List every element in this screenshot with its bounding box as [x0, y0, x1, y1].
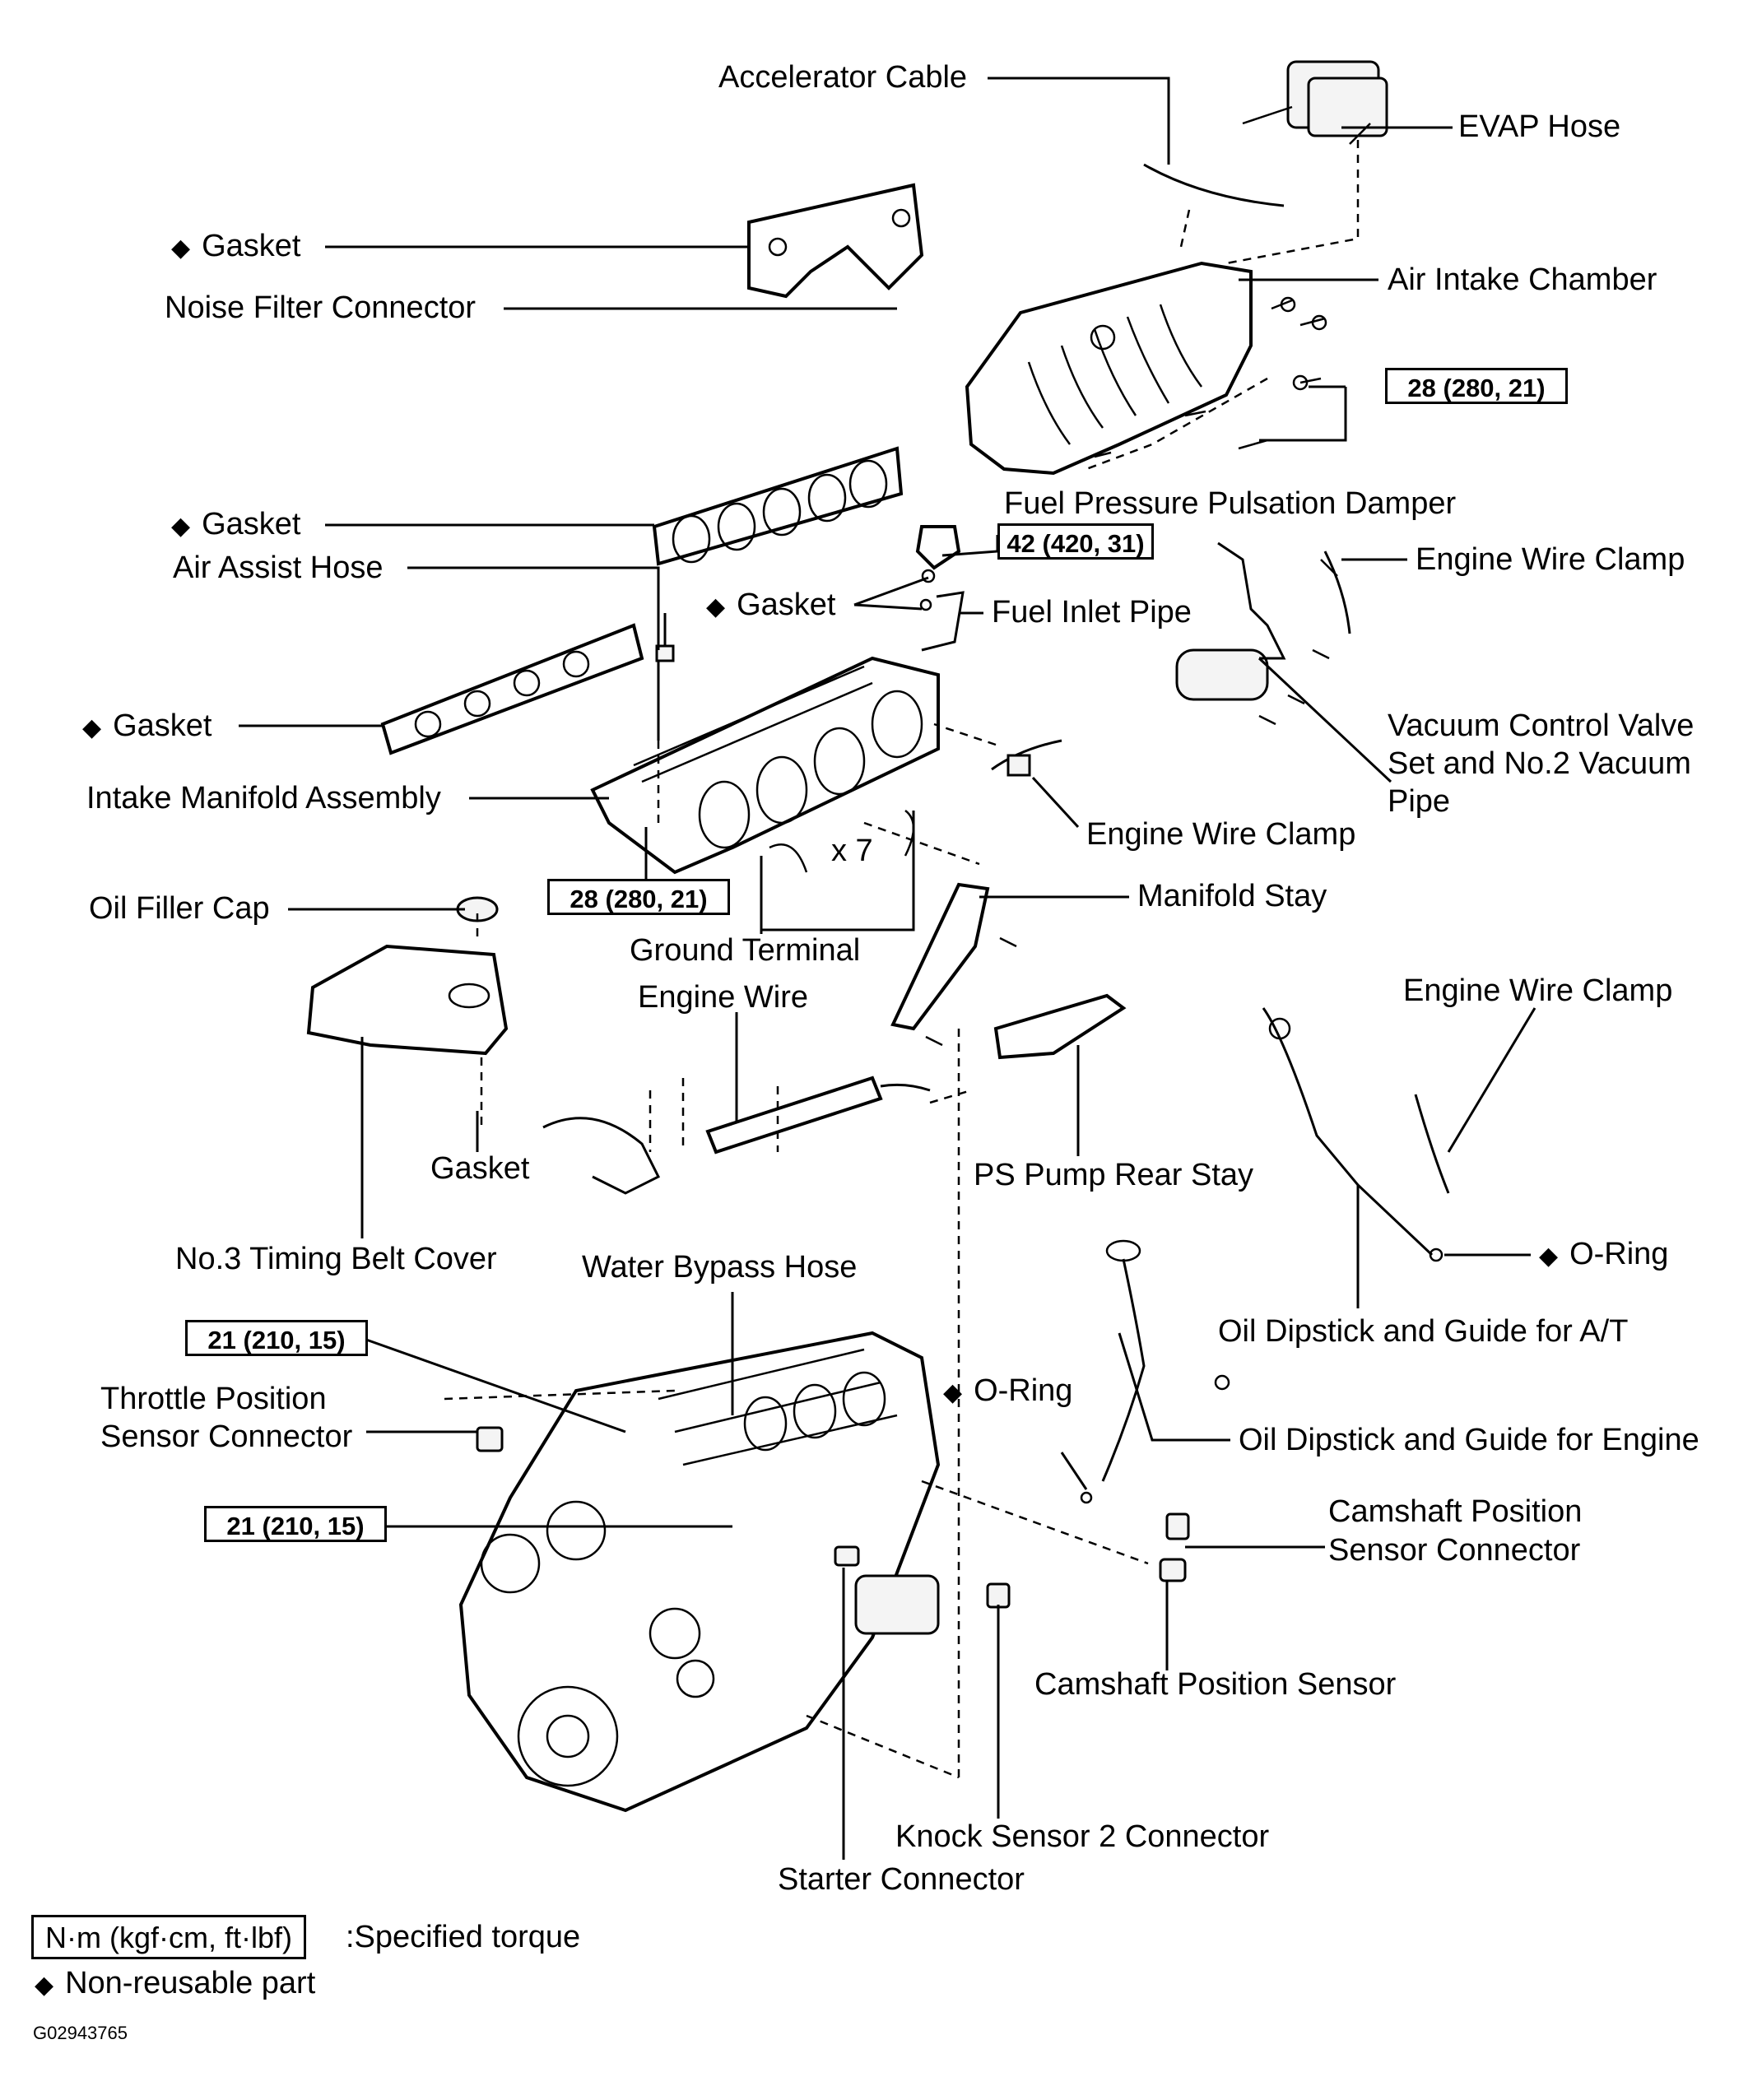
label-ps-pump-rear-stay: PS Pump Rear Stay [974, 1158, 1254, 1192]
torque-21-lower: 21 (210, 15) [204, 1506, 387, 1542]
evap-valve-drawing [1242, 60, 1388, 145]
torque-28-upper: 28 (280, 21) [1385, 368, 1568, 404]
at-dipstick-drawing [1262, 1007, 1450, 1262]
cam-sensor-drawing [1159, 1558, 1187, 1582]
non-reusable-diamond-icon: ◆ [82, 714, 102, 741]
label-ground-terminal: Ground Terminal [630, 933, 861, 968]
vacuum-control-valve-drawing [1175, 541, 1338, 726]
air-intake-chamber-drawing [965, 261, 1253, 476]
engine-block-drawing [458, 1331, 941, 1813]
engine-wire-drawing [542, 1076, 931, 1195]
label-engine-wire-clamp-right: Engine Wire Clamp [1403, 973, 1673, 1008]
legend-torque-unit-box: N·m (kgf·cm, ft·lbf) [31, 1915, 306, 1959]
label-no3-timing-belt-cover: No.3 Timing Belt Cover [175, 1242, 497, 1276]
label-gasket-middle: ◆Gasket [171, 507, 301, 541]
chamber-bolts-drawing [1094, 296, 1327, 458]
label-camshaft-sensor-connector-1: Camshaft Position [1328, 1494, 1583, 1529]
intake-manifold-drawing [590, 656, 940, 875]
non-reusable-diamond-icon: ◆ [943, 1379, 963, 1406]
label-throttle-position-2: Sensor Connector [100, 1419, 353, 1454]
non-reusable-diamond-icon: ◆ [706, 593, 726, 620]
label-gasket-upper: ◆Gasket [171, 229, 301, 263]
figure-id: G02943765 [33, 2023, 128, 2043]
torque-28-lower: 28 (280, 21) [547, 879, 730, 915]
label-accelerator-cable: Accelerator Cable [718, 60, 968, 95]
label-oil-dipstick-at: Oil Dipstick and Guide for A/T [1218, 1314, 1629, 1349]
label-camshaft-sensor-connector-2: Sensor Connector [1328, 1533, 1581, 1568]
timing-belt-cover-drawing [306, 944, 509, 1056]
non-reusable-diamond-icon: ◆ [35, 1972, 54, 1999]
label-manifold-stay: Manifold Stay [1137, 879, 1327, 913]
label-water-bypass-hose: Water Bypass Hose [582, 1250, 858, 1285]
engine-dipstick-drawing [1080, 1239, 1230, 1504]
label-camshaft-position-sensor: Camshaft Position Sensor [1034, 1667, 1397, 1702]
upper-gasket-drawing [747, 183, 924, 299]
label-gasket-lower: ◆Gasket [82, 709, 212, 743]
manifold-stay-drawing [890, 882, 1017, 1047]
label-fuel-inlet-pipe: Fuel Inlet Pipe [992, 595, 1192, 630]
label-oil-filler-cap: Oil Filler Cap [89, 891, 270, 926]
label-fuel-pressure-pulsation-damper: Fuel Pressure Pulsation Damper [1004, 486, 1457, 521]
label-vacuum-control-valve-1: Vacuum Control Valve [1388, 709, 1695, 743]
label-o-ring-right: ◆O-Ring [1539, 1237, 1669, 1271]
non-reusable-diamond-icon: ◆ [171, 235, 191, 262]
label-evap-hose: EVAP Hose [1458, 109, 1621, 144]
fuel-damper-drawing [915, 525, 965, 652]
lower-gasket-drawing [380, 623, 644, 755]
label-starter-connector: Starter Connector [778, 1862, 1025, 1897]
label-noise-filter-connector: Noise Filter Connector [165, 290, 477, 325]
label-o-ring-mid: ◆O-Ring [943, 1373, 1073, 1408]
starter-connector-drawing [834, 1545, 860, 1567]
label-gasket-cover: Gasket [430, 1151, 530, 1186]
label-air-assist-hose: Air Assist Hose [173, 551, 384, 585]
label-engine-wire-clamp-mid: Engine Wire Clamp [1086, 817, 1356, 852]
label-gasket-fuel: ◆Gasket [706, 588, 836, 622]
label-engine-wire: Engine Wire [638, 980, 808, 1015]
non-reusable-diamond-icon: ◆ [1539, 1243, 1559, 1270]
label-throttle-position-1: Throttle Position [100, 1382, 327, 1416]
label-vacuum-control-valve-3: Pipe [1388, 784, 1451, 819]
clamp-mid-body [1006, 754, 1031, 777]
label-oil-dipstick-engine: Oil Dipstick and Guide for Engine [1239, 1423, 1699, 1457]
middle-gasket-drawing [652, 446, 904, 566]
air-assist-hose-clip [655, 644, 675, 662]
label-x7: x 7 [831, 834, 873, 868]
label-vacuum-control-valve-2: Set and No.2 Vacuum [1388, 746, 1691, 781]
leader-lines [239, 77, 1536, 1860]
engine-wire-clamp-top-drawing [1323, 551, 1351, 634]
label-intake-manifold-assembly: Intake Manifold Assembly [86, 781, 441, 815]
non-reusable-diamond-icon: ◆ [171, 513, 191, 540]
label-air-intake-chamber: Air Intake Chamber [1388, 262, 1657, 297]
engine-wire-clamp-mid-drawing [991, 739, 1062, 771]
cam-sensor-connector-drawing [1165, 1512, 1190, 1540]
accelerator-cable-drawing [1143, 163, 1285, 207]
throttle-sensor-connector-drawing [476, 1426, 504, 1452]
legend-non-reusable: ◆Non-reusable part [35, 1966, 316, 2000]
knock-sensor-connector-drawing [986, 1582, 1011, 1609]
torque-42: 42 (420, 31) [997, 523, 1154, 560]
torque-21-upper: 21 (210, 15) [185, 1320, 368, 1356]
legend-torque-text: :Specified torque [346, 1920, 581, 1954]
label-knock-sensor-2-connector: Knock Sensor 2 Connector [895, 1819, 1270, 1854]
label-engine-wire-clamp-top: Engine Wire Clamp [1416, 542, 1685, 577]
ps-pump-stay-drawing [993, 993, 1127, 1060]
